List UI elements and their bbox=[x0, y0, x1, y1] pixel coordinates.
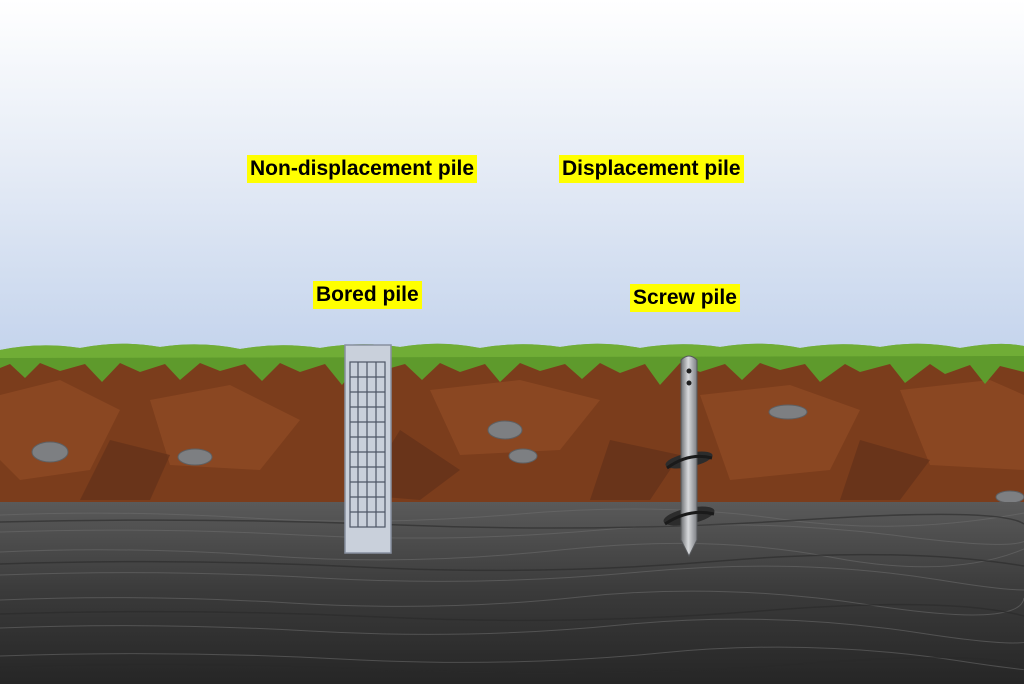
bedrock-layer bbox=[0, 502, 1024, 684]
non-displacement-pile-label: Non-displacement pile bbox=[247, 155, 478, 183]
displacement-pile-label: Displacement pile bbox=[559, 155, 744, 183]
pebbles bbox=[31, 404, 1024, 504]
bored-pile-label: Bored pile bbox=[313, 281, 422, 309]
bedrock-texture bbox=[0, 508, 1024, 671]
bored-pile-icon bbox=[344, 344, 392, 554]
sky bbox=[0, 0, 1024, 360]
soil-texture bbox=[0, 380, 1024, 480]
screw-pile-icon bbox=[663, 355, 715, 558]
screw-pile-label: Screw pile bbox=[630, 284, 740, 312]
grass-highlight bbox=[0, 343, 1024, 358]
bedrock-texture-dark bbox=[0, 513, 1024, 675]
